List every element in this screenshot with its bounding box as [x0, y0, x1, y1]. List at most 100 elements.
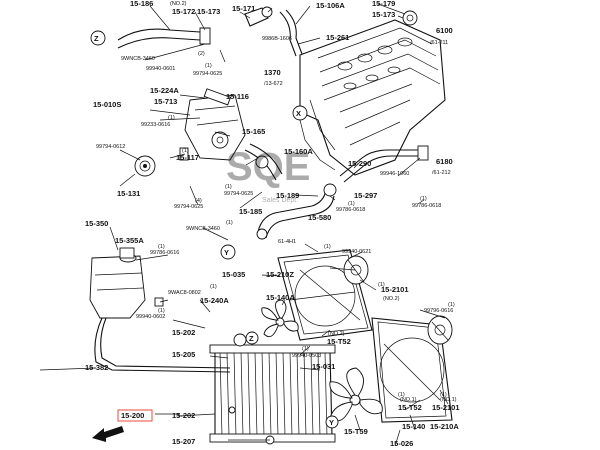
- part-99786-0616: 99786-0616: [150, 250, 179, 256]
- x-callout-circle: [292, 105, 308, 121]
- part-61-211: /61-211: [430, 40, 448, 46]
- part-99940-0602: 99940-0602: [136, 314, 165, 320]
- highlight-box: [117, 409, 153, 422]
- qty-note: (1): [348, 201, 355, 207]
- upper-hoses-illustration: Z: [90, 6, 418, 57]
- part-15-2101-no2: 15-2101: [381, 285, 409, 294]
- part-99233-0616: 99233-0616: [141, 122, 170, 128]
- part-99786-0618-a: 99786-0618: [336, 207, 365, 213]
- qty-note: (1): [302, 346, 309, 352]
- qty-note: (1): [210, 284, 217, 290]
- water-pump-assembly: [134, 88, 283, 181]
- part-15-035: 15-035: [222, 270, 245, 279]
- part-6180: 6180: [436, 157, 453, 166]
- watermark: SQE Sales Dept.: [226, 145, 310, 204]
- part-no1-t52: (NO.1): [400, 397, 417, 403]
- part-15-172: 15-172: [172, 7, 195, 16]
- z-callout-bottom: [245, 331, 259, 345]
- part-15-140a: 15-140A: [266, 293, 295, 302]
- watermark-subtitle: Sales Dept.: [262, 197, 298, 204]
- qty-note: (1): [182, 148, 189, 154]
- part-15-2101-no1: 15-2101: [432, 403, 460, 412]
- part-15-355a: 15-355A: [115, 236, 144, 245]
- part-15-202-a: 15-202: [172, 328, 195, 337]
- part-61-4h1: 61-4H1: [278, 239, 296, 245]
- part-99794-0625-mid: 99794-0625: [224, 191, 253, 197]
- part-15-205: 15-205: [172, 350, 195, 359]
- watermark-logo: SQE: [226, 145, 310, 189]
- part-99794-0612: 99794-0612: [96, 144, 125, 150]
- qty-note: (1): [378, 282, 385, 288]
- qty-note: (1): [440, 392, 447, 398]
- engine-block-illustration: X: [292, 19, 446, 176]
- fan-motor-no1: [427, 315, 453, 345]
- part-15-382: 15-382: [85, 363, 108, 372]
- part-15-713: 15-713: [154, 97, 177, 106]
- part-15-160a: 15-160A: [284, 147, 313, 156]
- fan-blade-no1: [329, 367, 383, 422]
- callout-z-top-label: Z: [94, 34, 99, 43]
- part-99796-0616: 99796-0616: [424, 308, 453, 314]
- part-99940-0621: 99940-0621: [342, 249, 371, 255]
- part-15-290: 15-290: [348, 159, 371, 168]
- part-15-207: 15-207: [172, 437, 195, 446]
- part-15-297: 15-297: [354, 191, 377, 200]
- part-15-224a: 15-224A: [150, 86, 179, 95]
- part-13-672: /13-672: [264, 81, 283, 87]
- callout-y-label: Y: [224, 248, 229, 257]
- part-no2-fan: (NO.2): [383, 296, 400, 302]
- qty-note: (1): [168, 115, 175, 121]
- part-15-010s: 15-010S: [93, 100, 121, 109]
- part-15-200: 15-200: [121, 411, 144, 420]
- part-15-173a: 15-173: [197, 7, 220, 16]
- part-9wac8-0802: 9WAC8-0802: [168, 290, 201, 296]
- part-15-117: 15-117: [176, 153, 199, 162]
- part-15-179: 15-179: [372, 0, 395, 8]
- part-15-350: 15-350: [85, 219, 108, 228]
- part-no2-t52: (NO.2): [328, 331, 345, 337]
- qty-note: (1): [158, 244, 165, 250]
- part-99940-0601: 99940-0601: [146, 66, 175, 72]
- part-15-186: 15-186: [130, 0, 153, 8]
- lower-hose-illustration: [256, 183, 337, 240]
- quantity-notes: (2) (1) (1) (1) (4) (1) (1) (1) (1) (1) …: [158, 51, 455, 398]
- qty-note: (1): [226, 220, 233, 226]
- leader-lines: [39, 3, 449, 447]
- part-labels: 15-186 (NO.2) 15-172 15-173 15-171 15-10…: [85, 0, 460, 448]
- part-9986b-1606: 9986B-1606: [262, 36, 292, 42]
- part-15-t59: 15-T59: [344, 427, 368, 436]
- qty-note: (1): [448, 302, 455, 308]
- qty-note: (1): [420, 196, 427, 202]
- part-15-210a: 15-210A: [430, 422, 459, 431]
- part-15-210z: 15-210Z: [266, 270, 294, 279]
- z-callout-top: [90, 30, 106, 46]
- part-61-212: /61-212: [432, 170, 451, 176]
- part-15-165: 15-165: [242, 127, 265, 136]
- callout-y-bottom-label: Y: [329, 418, 334, 427]
- fan-shroud-no2: [277, 249, 373, 341]
- part-99946-1060: 99946-1060: [380, 171, 409, 177]
- part-99794-0625-top: 99794-0625: [193, 71, 222, 77]
- front-arrow-icon: [92, 426, 124, 442]
- part-no2-top: (NO.2): [170, 1, 187, 7]
- part-15-106a: 15-106A: [316, 1, 345, 10]
- qty-note: (1): [324, 244, 331, 250]
- qty-note: (1): [398, 392, 405, 398]
- callout-z-bottom-label: Z: [249, 334, 254, 343]
- qty-note: (4): [195, 198, 202, 204]
- part-99786-0618-b: 99786-0618: [412, 203, 441, 209]
- part-99794-0625-bottom: 99794-0625: [174, 204, 203, 210]
- qty-note: (1): [205, 63, 212, 69]
- part-15-t52-no1: 15-T52: [398, 403, 422, 412]
- part-15-140: 15-140: [402, 422, 425, 431]
- radiator-core: [209, 333, 336, 445]
- part-15-t52-no2: 15-T52: [327, 337, 351, 346]
- part-6100: 6100: [436, 26, 453, 35]
- part-15-580: 15-580: [308, 213, 331, 222]
- coolant-reservoir: [89, 247, 231, 373]
- part-15-202-b: 15-202: [172, 411, 195, 420]
- part-15-131: 15-131: [117, 189, 140, 198]
- fan-motor-no2: [343, 255, 369, 285]
- bypass-pipe-illustration: [339, 145, 429, 183]
